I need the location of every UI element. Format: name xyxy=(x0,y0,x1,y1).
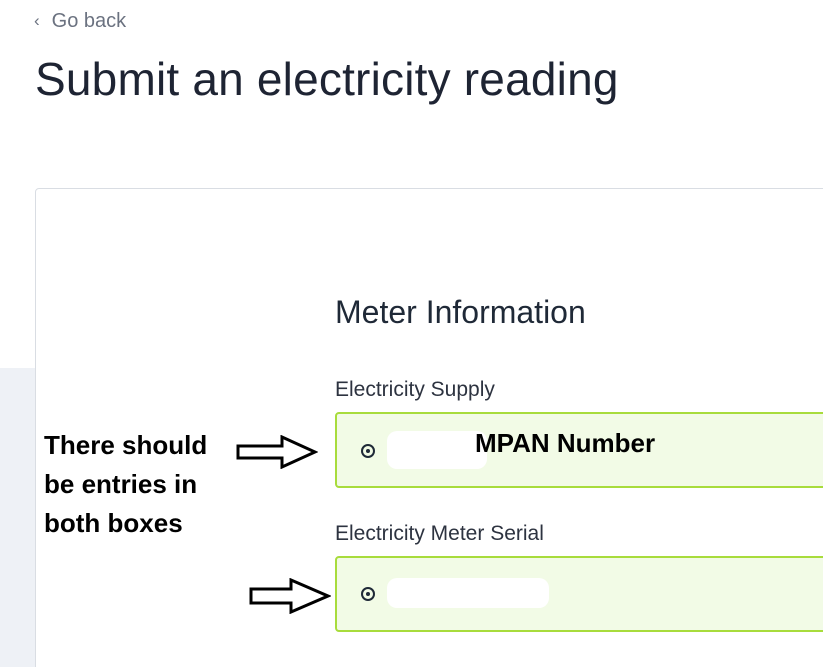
redacted-value xyxy=(387,578,549,608)
annotation-line: There should xyxy=(44,430,208,460)
electricity-supply-option[interactable]: MPAN Number xyxy=(335,412,823,488)
chevron-left-icon: ‹ xyxy=(34,11,40,30)
page-title: Submit an electricity reading xyxy=(35,53,619,105)
go-back-label: Go back xyxy=(51,10,127,32)
annotation-note: There should be entries in both boxes xyxy=(44,426,244,543)
background-strip xyxy=(0,368,36,667)
annotation-line: both boxes xyxy=(44,508,183,538)
mpan-number-annotation: MPAN Number xyxy=(475,428,656,458)
electricity-meter-serial-option[interactable] xyxy=(335,556,823,632)
redacted-value xyxy=(387,431,487,469)
electricity-meter-serial-label: Electricity Meter Serial xyxy=(335,522,544,545)
section-title: Meter Information xyxy=(335,294,586,330)
radio-selected-icon[interactable] xyxy=(361,587,375,601)
radio-selected-icon[interactable] xyxy=(361,444,375,458)
arrow-right-icon xyxy=(236,435,318,469)
electricity-supply-label: Electricity Supply xyxy=(335,378,495,401)
arrow-right-icon xyxy=(249,578,331,614)
annotation-line: be entries in xyxy=(44,469,198,499)
go-back-link[interactable]: ‹ Go back xyxy=(34,10,126,33)
